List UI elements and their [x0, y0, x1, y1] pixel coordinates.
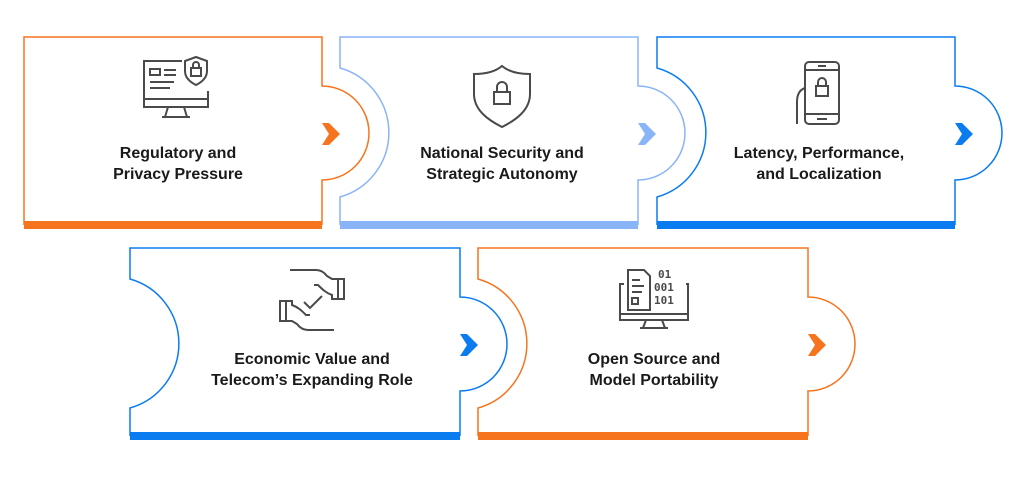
card-1-bottom-bar: [24, 221, 322, 229]
card-1-outline: [23, 36, 370, 225]
phone-lock-icon: [796, 61, 840, 125]
svg-text:101: 101: [654, 294, 674, 307]
card-2-outline: [339, 36, 686, 225]
chevron-right-icon: [638, 123, 656, 145]
card-3-outline: [656, 36, 1003, 225]
svg-text:001: 001: [654, 281, 674, 294]
card-4-outline: [129, 247, 508, 436]
card-3-bottom-bar: [657, 221, 955, 229]
svg-text:01: 01: [658, 268, 672, 281]
card-3-title: Latency, Performance,and Localization: [733, 145, 905, 183]
card-4-bottom-bar: [130, 432, 460, 440]
monitor-code-icon: 01 001 101: [619, 268, 689, 329]
chevron-right-icon: [460, 334, 478, 356]
card-5-outline: [477, 247, 856, 436]
shield-lock-icon: [473, 64, 531, 129]
chevron-right-icon: [955, 123, 973, 145]
card-5-bottom-bar: [478, 432, 808, 440]
card-2-bottom-bar: [340, 221, 638, 229]
monitor-shield-lock-icon: [143, 55, 209, 118]
chevron-right-icon: [322, 123, 340, 145]
hands-check-icon: [279, 269, 345, 331]
chevron-right-icon: [808, 334, 826, 356]
